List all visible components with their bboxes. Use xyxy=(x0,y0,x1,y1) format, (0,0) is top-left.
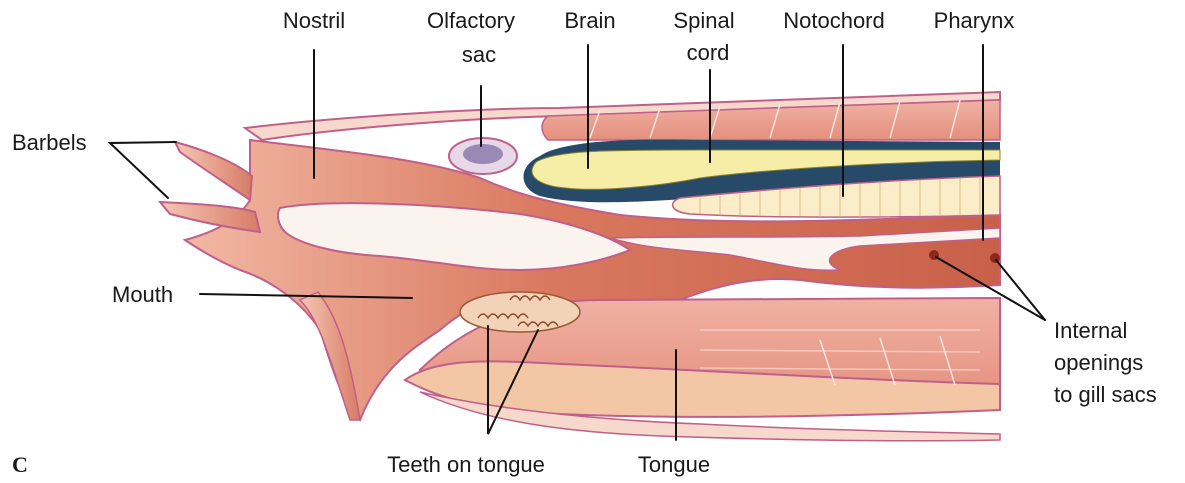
tongue-teeth xyxy=(460,292,580,332)
label-spinal-cord-line2: cord xyxy=(687,40,730,65)
neural-tube xyxy=(524,140,1001,218)
barbel-upper xyxy=(175,142,252,200)
label-internal-openings-line1: Internal xyxy=(1054,318,1127,343)
leader-barbels xyxy=(110,142,176,198)
label-olfactory-sac-line2: sac xyxy=(462,42,496,67)
label-internal-openings-line2: openings xyxy=(1054,350,1143,375)
olfactory-sac xyxy=(449,138,517,174)
label-notochord: Notochord xyxy=(783,8,885,33)
label-barbels: Barbels xyxy=(12,130,87,155)
label-pharynx: Pharynx xyxy=(934,8,1015,33)
panel-letter: C xyxy=(12,452,28,477)
label-brain: Brain xyxy=(564,8,615,33)
label-tongue: Tongue xyxy=(638,452,710,477)
label-spinal-cord-line1: Spinal xyxy=(673,8,734,33)
label-internal-openings-line3: to gill sacs xyxy=(1054,382,1157,407)
label-mouth: Mouth xyxy=(112,282,173,307)
leader-gill-opening-2 xyxy=(996,260,1045,320)
label-olfactory-sac-line1: Olfactory xyxy=(427,8,515,33)
label-nostril: Nostril xyxy=(283,8,345,33)
label-teeth-on-tongue: Teeth on tongue xyxy=(387,452,545,477)
